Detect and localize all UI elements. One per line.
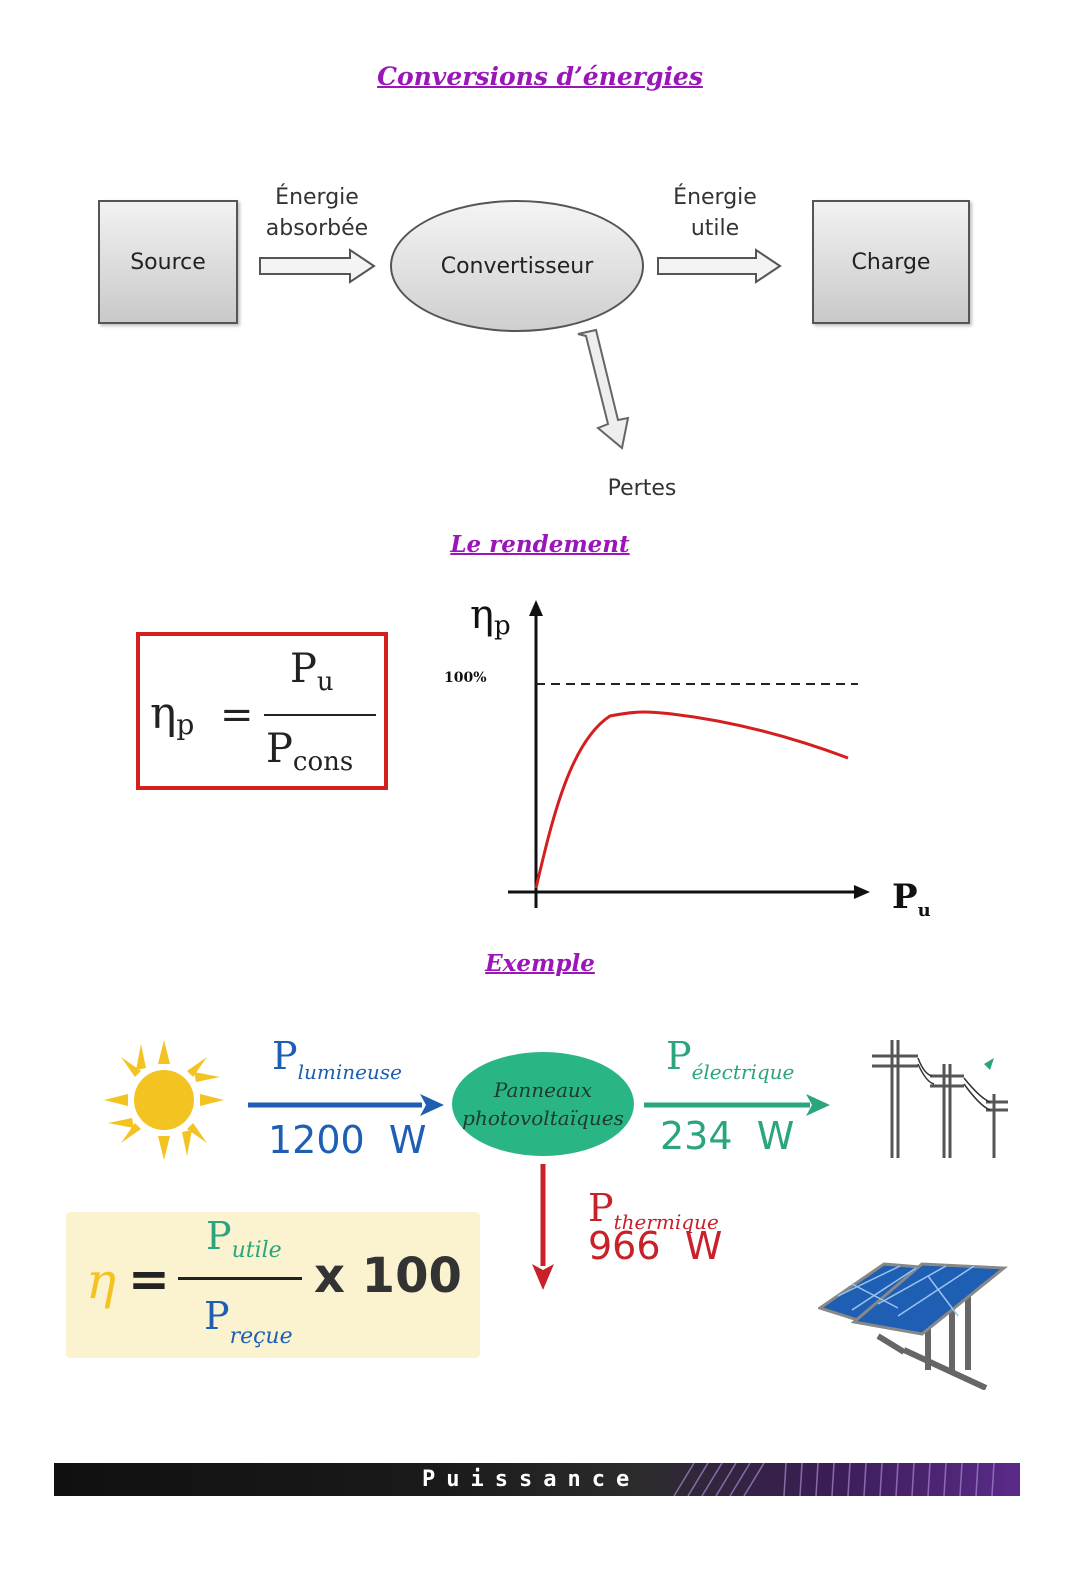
footer-banner: Puissance [54,1463,1020,1496]
example-den-sub: reçue [229,1324,293,1349]
formula-den-p: P [266,726,293,772]
absorbed-line1: Énergie [275,185,359,210]
p-thermique-p: P [588,1186,614,1230]
pv-panels-line1: Panneaux [493,1078,593,1102]
converter-ellipse: Convertisseur [390,200,644,332]
formula-equals: = [220,692,254,738]
formula-fraction-bar [264,714,376,716]
sun-icon [104,1040,224,1160]
example-times-100: x 100 [314,1248,462,1304]
thermique-arrow [532,1164,554,1290]
formula-numerator: Pu [290,646,334,697]
pv-panels-line2: photovoltaïques [462,1106,624,1130]
solar-panel-icon [818,1262,1008,1390]
converter-label: Convertisseur [440,253,594,279]
graph-x-arrowhead [854,885,870,899]
example-eta: η [86,1252,116,1310]
power-pylons-icon [872,1040,1008,1158]
example-den-p: P [204,1294,230,1338]
example-formula-panel [66,1212,480,1358]
charge-box: Charge [812,200,970,324]
formula-eta-sub: p [176,708,195,741]
losses-label: Pertes [607,476,677,501]
graph-x-sub: u [918,900,931,921]
graph-y-tick-100: 100% [444,670,487,686]
example-fraction-bar [178,1277,302,1280]
p-thermique-label: Pthermique [588,1186,719,1234]
electrique-arrow [644,1094,830,1116]
p-lumineuse-value: 1200 W [268,1118,427,1162]
source-label: Source [130,249,206,275]
charge-label: Charge [851,249,931,275]
graph-x-p: P [892,877,918,917]
heading-conversions: Conversions d’énergies [377,62,703,91]
footer-stripes [673,1463,995,1496]
example-numerator: Putile [206,1214,282,1263]
useful-energy-label: Énergie utile [655,182,775,244]
lumineuse-arrow [248,1094,444,1116]
useful-line2: utile [690,216,740,241]
graph-y-eta: η [470,592,494,638]
absorbed-arrow [259,248,376,284]
formula-denominator: Pcons [266,726,353,777]
formula-eta: ηp [150,688,194,741]
absorbed-energy-label: Énergie absorbée [252,182,382,244]
efficiency-graph: ηp 100% Pu [444,592,931,921]
useful-line1: Énergie [673,185,757,210]
graph-x-label: Pu [892,877,931,921]
p-electrique-sub: électrique [691,1060,795,1084]
solar-panel-right [850,1262,1008,1336]
p-thermique-value: 966 W [588,1224,723,1268]
p-electrique-value: 234 W [660,1114,795,1158]
p-lumineuse-p: P [272,1034,298,1078]
p-lumineuse-label: Plumineuse [272,1034,402,1084]
heading-exemple: Exemple [485,950,595,977]
graph-y-sub: p [494,611,511,641]
example-equals: = [128,1250,170,1308]
example-denominator: Preçue [204,1294,293,1349]
footer-title: Puissance [422,1467,641,1492]
efficiency-formula-box: ηp = Pu Pcons [136,632,388,790]
example-num-sub: utile [231,1238,282,1263]
source-box: Source [98,200,238,324]
efficiency-curve [534,710,849,889]
p-lumineuse-sub: lumineuse [297,1060,402,1084]
p-electrique-p: P [666,1034,692,1078]
formula-num-p: P [290,646,317,692]
p-electrique-label: Pélectrique [666,1034,794,1084]
useful-arrow [657,248,782,284]
absorbed-line2: absorbée [265,216,369,241]
losses-arrow [577,328,630,450]
p-thermique-sub: thermique [613,1210,719,1234]
graph-y-arrowhead [529,600,543,616]
example-num-p: P [206,1214,232,1258]
graph-y-label: ηp [470,592,511,641]
formula-den-sub: cons [292,747,354,777]
formula-eta-symbol: η [150,688,177,739]
heading-rendement: Le rendement [450,531,630,558]
formula-num-sub: u [316,667,334,697]
pv-panels-ellipse: Panneaux photovoltaïques [452,1052,634,1156]
